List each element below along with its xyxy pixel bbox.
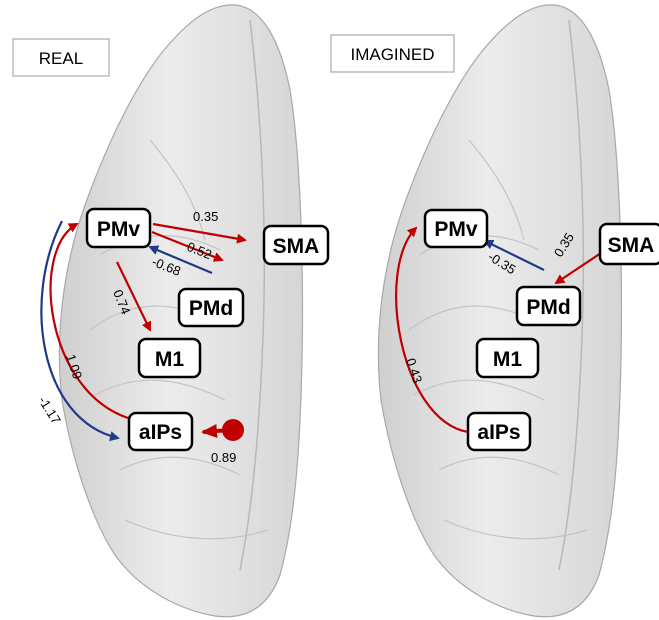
node-label: M1 bbox=[155, 348, 184, 371]
node-label: aIPs bbox=[139, 421, 182, 444]
coef-pmv-sma: 0.35 bbox=[193, 209, 218, 224]
node-label: aIPs bbox=[477, 421, 520, 444]
condition-label-imagined: IMAGINED bbox=[350, 45, 434, 64]
node-pmv-real: PMv bbox=[87, 209, 150, 247]
condition-label-box-real: REAL bbox=[13, 39, 109, 76]
condition-label-box-imagined: IMAGINED bbox=[331, 35, 454, 72]
node-m1-imagined: M1 bbox=[477, 339, 538, 377]
node-pmd-imagined: PMd bbox=[517, 287, 580, 325]
node-sma-real: SMA bbox=[264, 226, 328, 264]
panel-real: REAL 0.35 0.52 -0.68 0.74 1.09 -1.17 0.8… bbox=[13, 5, 328, 617]
driving-input-dot bbox=[222, 419, 244, 441]
condition-label-real: REAL bbox=[39, 49, 83, 68]
node-pmd-real: PMd bbox=[179, 289, 243, 326]
panel-imagined: IMAGINED 0.35 -0.35 0.43 PMv SMA PMd bbox=[331, 5, 659, 617]
coef-input-aips: 0.89 bbox=[211, 450, 236, 465]
node-label: M1 bbox=[493, 348, 522, 371]
node-label: SMA bbox=[608, 234, 655, 257]
node-m1-real: M1 bbox=[139, 339, 200, 377]
coef-pmv-aips: -1.17 bbox=[35, 394, 63, 427]
node-label: PMv bbox=[97, 218, 141, 241]
node-aips-real: aIPs bbox=[129, 413, 192, 450]
node-aips-imagined: aIPs bbox=[468, 413, 530, 450]
node-label: PMd bbox=[189, 297, 233, 320]
node-label: PMd bbox=[526, 296, 570, 319]
brain-image-right bbox=[378, 5, 621, 617]
node-sma-imagined: SMA bbox=[600, 224, 659, 264]
node-label: PMv bbox=[434, 218, 478, 241]
node-pmv-imagined: PMv bbox=[425, 210, 487, 247]
node-label: SMA bbox=[273, 235, 320, 258]
